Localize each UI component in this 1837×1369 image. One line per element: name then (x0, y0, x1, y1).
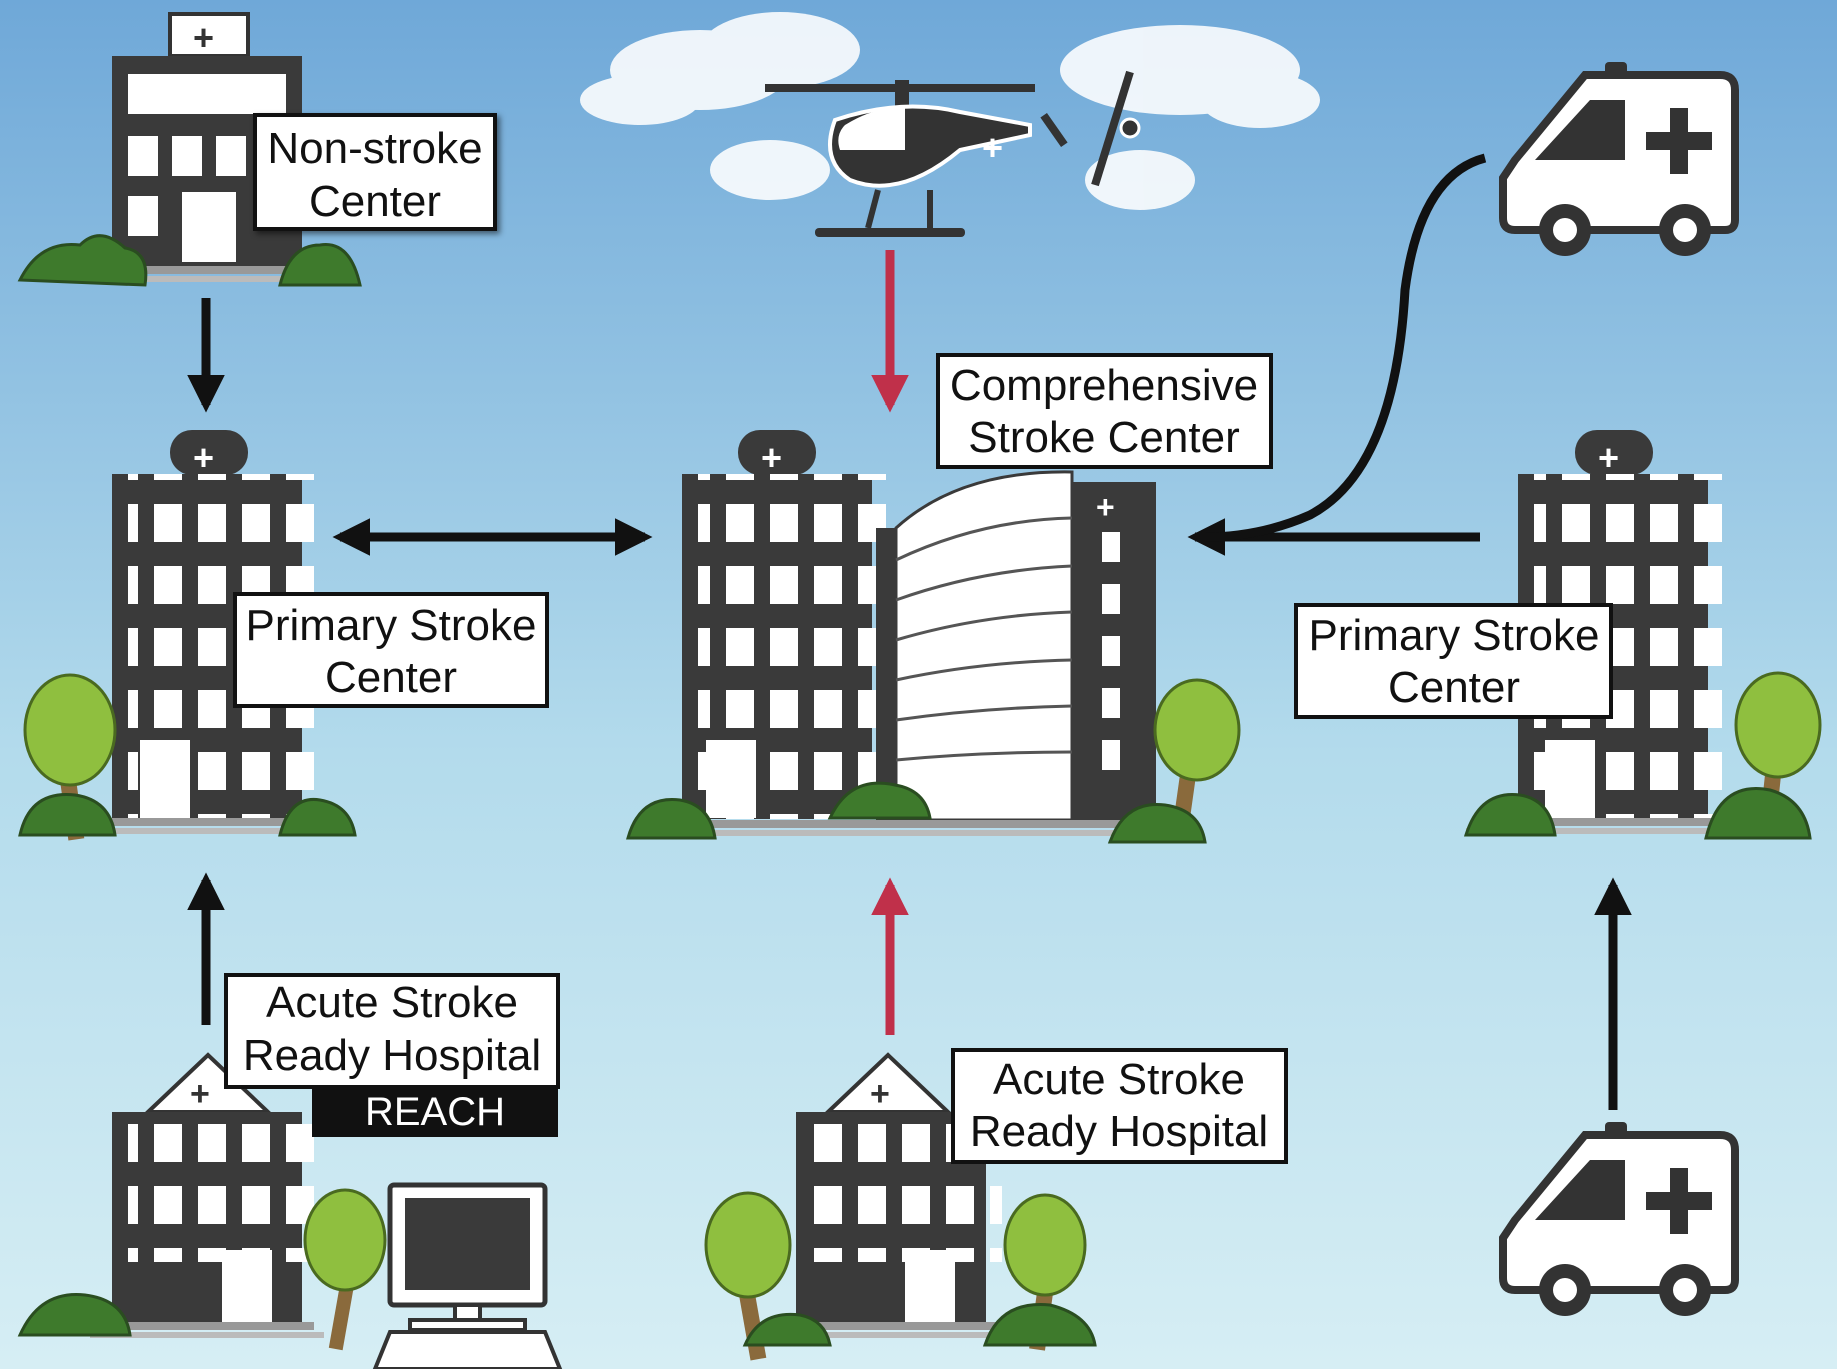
svg-text:Center: Center (1388, 663, 1520, 712)
bush-icon (18, 793, 357, 837)
bush-icon (17, 1293, 132, 1337)
svg-text:Acute Stroke: Acute Stroke (993, 1055, 1245, 1104)
computer-monitor-icon (372, 1182, 563, 1369)
comprehensive-stroke-center-building-icon: + + (650, 430, 1180, 836)
label-acute-stroke-ready-hospital-center: Acute Stroke Ready Hospital (951, 1048, 1288, 1164)
svg-text:Ready Hospital: Ready Hospital (970, 1107, 1268, 1156)
svg-text:+: + (190, 1075, 210, 1113)
ambulance-icon (1499, 62, 1739, 256)
svg-text:+: + (193, 17, 214, 58)
bush-icon (17, 234, 362, 287)
svg-text:+: + (1096, 489, 1115, 525)
svg-text:+: + (193, 437, 214, 478)
bush-icon (742, 1303, 1097, 1347)
label-primary-stroke-center-right: Primary Stroke Center (1294, 603, 1613, 719)
acute-stroke-ready-hospital-center-building-icon: + (774, 1052, 1008, 1338)
svg-text:Acute Stroke: Acute Stroke (266, 978, 518, 1027)
svg-text:Primary Stroke: Primary Stroke (1309, 611, 1600, 660)
label-comprehensive-stroke-center: Comprehensive Stroke Center (936, 353, 1273, 469)
svg-text:Stroke Center: Stroke Center (968, 413, 1239, 462)
svg-text:+: + (982, 127, 1003, 168)
svg-text:Center: Center (309, 177, 441, 226)
label-non-stroke-center: Non-stroke Center (253, 113, 497, 231)
svg-text:Comprehensive: Comprehensive (950, 361, 1258, 410)
svg-text:Center: Center (325, 653, 457, 702)
helicopter-icon: + (765, 70, 1141, 237)
svg-text:+: + (870, 1075, 890, 1113)
svg-text:Non-stroke: Non-stroke (267, 124, 482, 173)
svg-text:+: + (761, 437, 782, 478)
svg-text:REACH: REACH (365, 1090, 505, 1134)
tree-icon (303, 1188, 387, 1351)
bush-icon (1463, 787, 1812, 840)
svg-text:+: + (1598, 437, 1619, 478)
label-acute-stroke-ready-hospital-reach: Acute Stroke Ready Hospital REACH (224, 973, 560, 1137)
clouds-icon (580, 12, 1320, 210)
reach-badge (312, 1087, 558, 1137)
bush-icon (626, 781, 1207, 844)
svg-text:Ready Hospital: Ready Hospital (243, 1031, 541, 1080)
non-stroke-center-building-icon: + (90, 12, 324, 282)
svg-text:Primary Stroke: Primary Stroke (246, 601, 537, 650)
acute-stroke-ready-hospital-reach-building-icon: + (90, 1052, 324, 1338)
arrow-curve-ambulance-to-comprehensive (1204, 153, 1487, 542)
label-primary-stroke-center-left: Primary Stroke Center (233, 592, 549, 708)
tree-icon (1153, 678, 1241, 831)
ambulance-icon (1499, 1122, 1739, 1316)
